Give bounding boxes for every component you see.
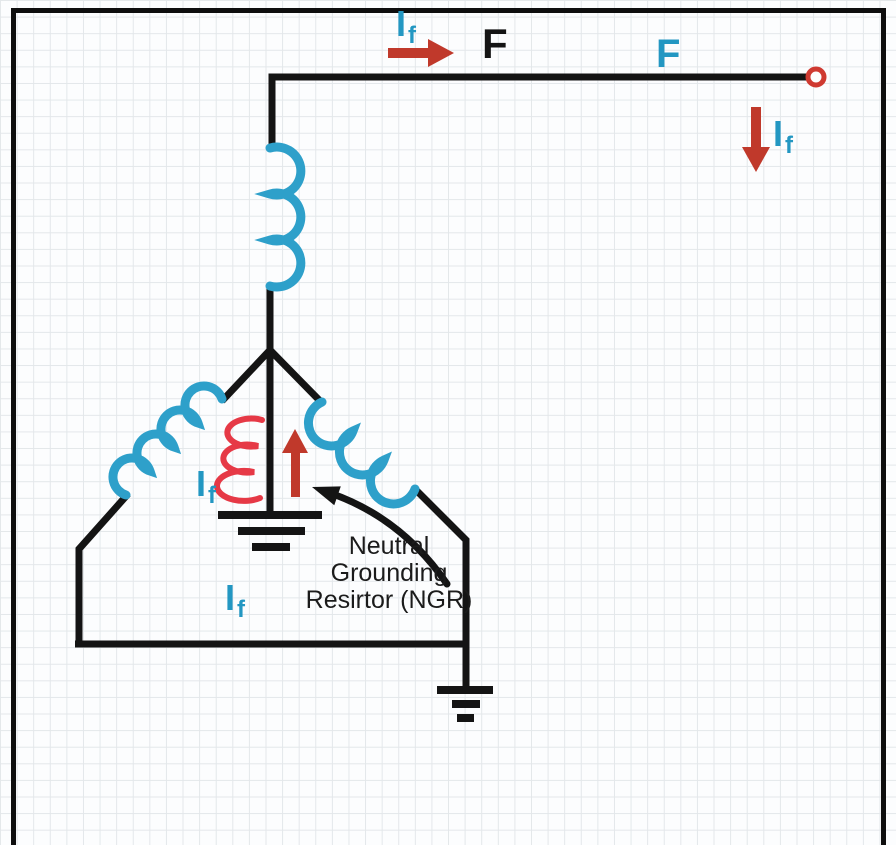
current-symbol: I	[196, 463, 208, 504]
current-subscript: f	[785, 132, 794, 159]
primary-winding-coil	[254, 142, 306, 292]
fault-current-label-bottom: If	[225, 577, 245, 622]
fault-current-arrow-right-icon	[388, 39, 454, 67]
delta-left-apex-wire	[219, 347, 273, 404]
fault-current-arrows	[282, 39, 770, 497]
fault-terminal-circle	[805, 66, 827, 88]
current-symbol: I	[225, 577, 237, 618]
neutral-ground-symbol	[218, 511, 322, 551]
current-symbol: I	[773, 113, 785, 154]
fault-current-label-winding: If	[196, 463, 216, 508]
ngr-caption-line3: Resirtor (NGR)	[305, 586, 473, 614]
top-feeder-wire	[268, 73, 807, 148]
diagram-frame	[11, 8, 886, 845]
current-subscript: f	[208, 482, 217, 509]
left-leg-wire	[75, 491, 131, 645]
fault-ground-symbol	[437, 686, 493, 722]
ngr-caption-line1: Neutral	[348, 532, 430, 560]
ngr-pointer-arrow-icon	[312, 486, 451, 588]
ngr-caption-line2: Grounding	[330, 559, 448, 587]
ngr-resistor-squiggle	[214, 415, 265, 504]
right-leg-wire	[411, 485, 470, 688]
delta-winding-left-coil	[108, 381, 227, 500]
current-symbol: I	[396, 3, 408, 44]
fault-point-label-black: F	[482, 20, 508, 67]
fault-current-arrow-up-icon	[282, 429, 308, 497]
windings	[108, 142, 420, 509]
delta-right-apex-wire	[267, 347, 325, 406]
current-subscript: f	[408, 22, 417, 49]
fault-current-label-right: If	[773, 113, 793, 158]
delta-winding-right-coil	[303, 397, 420, 509]
fault-point-label-teal: F	[656, 32, 681, 76]
fault-current-arrow-down-icon	[742, 107, 770, 172]
ngr-caption: Neutral Grounding Resirtor (NGR)	[296, 533, 482, 614]
current-subscript: f	[237, 596, 246, 623]
circuit-wires	[75, 73, 807, 688]
fault-current-label-top: If	[396, 3, 416, 48]
